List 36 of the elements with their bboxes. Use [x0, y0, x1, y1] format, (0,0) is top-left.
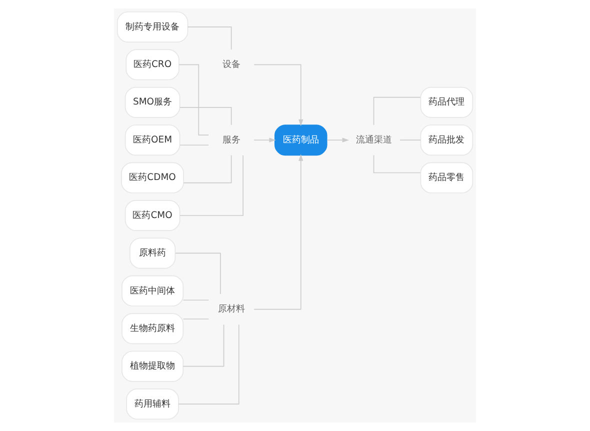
node-box: 药品批发 [420, 124, 474, 156]
node-box: 医药OEM [124, 124, 180, 156]
connector [175, 252, 221, 294]
node-text: 原材料 [218, 304, 245, 315]
connector [179, 106, 232, 126]
node-box: 医药中间体 [122, 275, 184, 306]
arrow [254, 138, 276, 142]
node-box: 制药专用设备 [116, 11, 188, 42]
connector [178, 64, 210, 136]
node-box: 药用辅料 [126, 388, 179, 420]
node-box: 医药CRO [126, 49, 180, 80]
connector [373, 154, 421, 174]
node-box: SMO服务 [124, 86, 180, 118]
node-box: 植物提取物 [122, 350, 184, 382]
connector [180, 154, 244, 216]
node-box: 生物药原料 [122, 313, 184, 344]
connector [179, 144, 209, 146]
arrow [254, 64, 304, 126]
node-box: 医药制品 [274, 124, 328, 156]
node-text: 服务 [222, 134, 240, 146]
connector [183, 154, 232, 184]
arrow [326, 138, 349, 142]
node-box: 医药CMO [124, 200, 180, 231]
connector [178, 324, 240, 404]
connector [182, 324, 224, 367]
node-box: 医药CDMO [121, 162, 184, 194]
node-box: 原料药 [130, 238, 176, 269]
connector [182, 318, 210, 320]
node-box: 药品代理 [420, 86, 474, 118]
arrow [254, 154, 304, 310]
node-text: 设备 [222, 59, 240, 70]
connector [187, 26, 232, 50]
connector [182, 300, 210, 301]
connector [373, 96, 421, 126]
node-text: 流通渠道 [356, 134, 392, 146]
node-box: 药品零售 [420, 162, 474, 194]
